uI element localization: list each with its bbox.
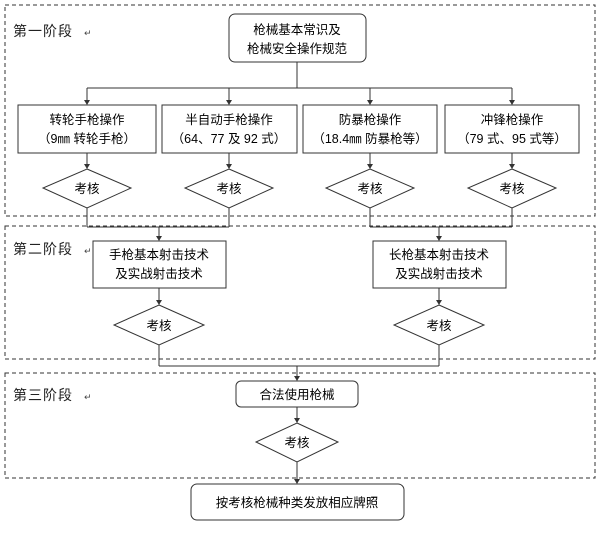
paragraph-mark: ↵ xyxy=(84,29,92,39)
arrowhead xyxy=(294,376,300,381)
legal-use-label: 合法使用枪械 xyxy=(259,387,335,402)
long-gun-shooting-line2: 及实战射击技术 xyxy=(395,266,483,281)
pistol-shooting-node xyxy=(92,240,227,289)
stage-3-label: 第三阶段 xyxy=(13,387,73,404)
arrowhead xyxy=(156,236,162,241)
exam-label: 考核 xyxy=(284,436,310,450)
revolver-node xyxy=(17,104,157,154)
long-gun-shooting-line1: 长枪基本射击技术 xyxy=(389,247,490,262)
exam-label: 考核 xyxy=(74,182,100,196)
stage-2-label: 第二阶段 xyxy=(13,241,73,258)
revolver-line1: 转轮手枪操作 xyxy=(49,112,125,127)
stage-2-region xyxy=(4,225,596,360)
arrowhead xyxy=(156,300,162,305)
semi-auto-pistol-line1: 半自动手枪操作 xyxy=(185,112,273,127)
exam-label: 考核 xyxy=(499,182,525,196)
submachine-gun-line2: （79 式、95 式等） xyxy=(457,131,567,146)
exam-label: 考核 xyxy=(357,182,383,196)
exam-label: 考核 xyxy=(146,319,172,333)
submachine-gun-node xyxy=(444,104,580,154)
stage-3-region xyxy=(4,372,596,479)
semi-auto-pistol-node xyxy=(161,104,298,154)
paragraph-mark: ↵ xyxy=(84,393,92,403)
license-label: 按考核枪械种类发放相应牌照 xyxy=(216,495,379,510)
arrowhead xyxy=(226,100,232,105)
arrowhead xyxy=(226,164,232,169)
arrowhead xyxy=(509,100,515,105)
pistol-shooting-line1: 手枪基本射击技术 xyxy=(109,247,210,262)
license-node xyxy=(190,483,405,521)
basic-knowledge-line2: 枪械安全操作规范 xyxy=(247,41,347,56)
arrowhead xyxy=(367,100,373,105)
riot-gun-line1: 防暴枪操作 xyxy=(339,112,402,127)
submachine-gun-line1: 冲锋枪操作 xyxy=(481,112,544,127)
arrowhead xyxy=(509,164,515,169)
pistol-shooting-line2: 及实战射击技术 xyxy=(115,266,203,281)
long-gun-shooting-node xyxy=(372,240,507,289)
riot-gun-node xyxy=(302,104,438,154)
semi-auto-pistol-line2: （64、77 及 92 式） xyxy=(172,132,287,146)
stage-1-region xyxy=(4,4,596,217)
arrowhead xyxy=(436,300,442,305)
exam-label: 考核 xyxy=(216,182,242,196)
stage-1-label: 第一阶段 xyxy=(13,23,73,40)
arrowhead xyxy=(294,479,300,484)
arrowhead xyxy=(367,164,373,169)
arrowhead xyxy=(84,100,90,105)
exam-label: 考核 xyxy=(426,319,452,333)
paragraph-mark: ↵ xyxy=(84,247,92,257)
riot-gun-line2: （18.4㎜ 防暴枪等） xyxy=(312,131,427,146)
basic-knowledge-line1: 枪械基本常识及 xyxy=(253,22,341,37)
arrowhead xyxy=(436,236,442,241)
arrowhead xyxy=(84,164,90,169)
arrowhead xyxy=(294,418,300,423)
revolver-line2: （9㎜ 转轮手枪） xyxy=(38,131,136,146)
